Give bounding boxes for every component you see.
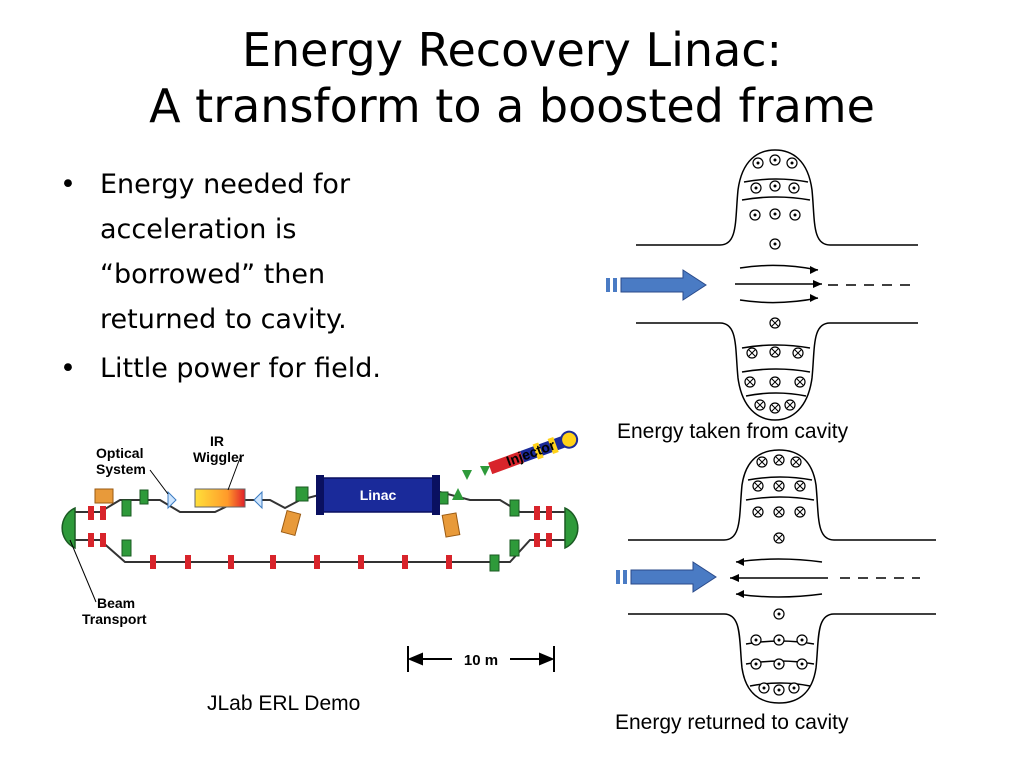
title-line-1: Energy Recovery Linac:: [241, 23, 783, 77]
cavity-bottom-arrowheads: [730, 558, 744, 598]
cavity-top-dot-centers: [753, 158, 797, 246]
cavity-top-caption: Energy taken from cavity: [617, 420, 849, 443]
cavity-top-field-crosses: [744, 317, 806, 414]
bullet-line: “borrowed” then: [100, 259, 326, 290]
cavity-top-field-dots: [749, 154, 801, 250]
optical-mirrors: [167, 490, 263, 510]
linac: Linac: [316, 475, 440, 515]
slide-title: Energy Recovery Linac: A transform to a …: [0, 22, 1024, 134]
scale-label: 10 m: [464, 652, 498, 669]
bullet-line: Energy needed for: [100, 169, 351, 200]
injector-triangles: [452, 466, 490, 500]
ir-label-line1: IR: [210, 433, 224, 449]
ir-leader-line: [227, 457, 241, 491]
cavity-bottom-field-dots: [750, 608, 808, 696]
scale-bar: [407, 646, 555, 672]
bullet-line: Little power for field.: [100, 353, 381, 384]
optical-leader-line: [149, 469, 169, 495]
arc-right: [564, 506, 579, 550]
beam-arrow-top: [606, 269, 707, 301]
bullet-line: acceleration is: [100, 214, 297, 245]
bullet-line: returned to cavity.: [100, 304, 347, 335]
optical-label-line1: Optical: [96, 445, 143, 461]
cavity-top: [636, 149, 918, 421]
title-line-2: A transform to a boosted frame: [149, 79, 875, 133]
cavity-top-arrowheads: [810, 266, 822, 302]
injector: [488, 430, 579, 475]
cavity-bottom-field-crosses: [752, 454, 806, 544]
bullet-dot-icon: •: [60, 353, 76, 384]
cavity-bottom-caption: Energy returned to cavity: [615, 711, 849, 734]
orange-components: [94, 488, 461, 538]
beam-leader-line: [69, 539, 97, 603]
ir-label-line2: Wiggler: [193, 449, 245, 465]
bullet-item: • Little power for field.: [58, 346, 458, 391]
beam-label-line2: Transport: [82, 611, 147, 627]
erl-caption: JLab ERL Demo: [207, 692, 361, 715]
optical-label-line2: System: [96, 461, 146, 477]
bullet-item: • Energy needed for acceleration is “bor…: [58, 162, 458, 342]
linac-label: Linac: [360, 487, 397, 503]
beam-label-line1: Beam: [97, 595, 135, 611]
beam-arrow-bottom: [616, 561, 717, 593]
quadrupole-magnets: [88, 506, 552, 569]
cavity-top-cross-marks: [746, 319, 804, 412]
cavity-bottom-cross-marks: [754, 456, 804, 542]
bullet-dot-icon: •: [60, 169, 76, 200]
ir-wiggler: [194, 488, 246, 508]
bullet-list: • Energy needed for acceleration is “bor…: [58, 162, 458, 395]
cavity-bottom-dot-centers: [754, 612, 804, 692]
